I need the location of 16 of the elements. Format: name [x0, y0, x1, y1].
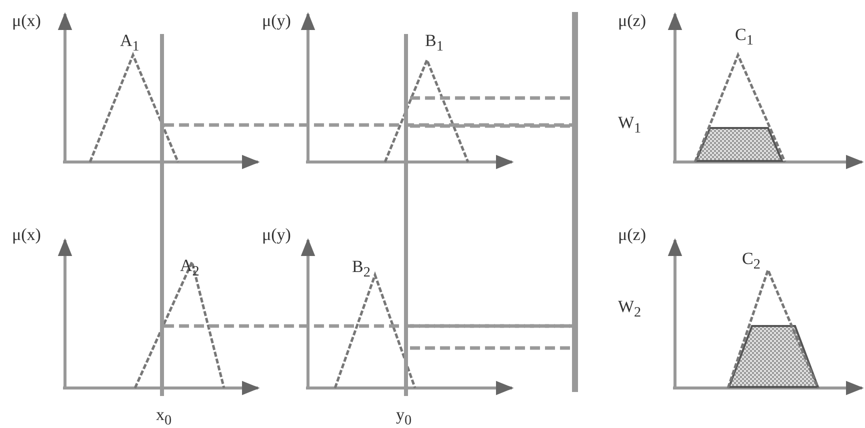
axis-label: μ(y) [262, 226, 291, 243]
set-label: A$_{2}$ [180, 257, 200, 279]
set-label: A$_{1}$ [120, 32, 140, 54]
input-label: x$_{0}$ [156, 406, 172, 428]
weight-label: W$_{1}$ [618, 114, 642, 136]
set-label: C$_{1}$ [735, 26, 754, 48]
set-label: C$_{2}$ [742, 250, 760, 272]
axis-label: μ(x) [12, 12, 41, 29]
set-label: B$_{1}$ [425, 32, 444, 54]
axis-label: μ(z) [618, 12, 646, 29]
axis-label: μ(y) [262, 12, 291, 29]
input-label: y$_{0}$ [396, 406, 412, 428]
set-label: B$_{2}$ [352, 258, 370, 280]
weight-label: W$_{2}$ [618, 298, 642, 320]
axis-label: μ(z) [618, 226, 646, 243]
axis-label: μ(x) [12, 226, 41, 243]
